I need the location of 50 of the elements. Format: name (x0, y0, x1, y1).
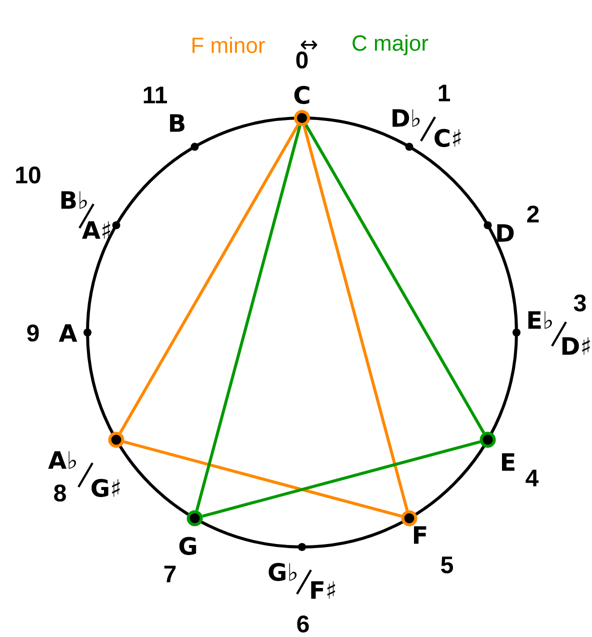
note-name: G (179, 536, 196, 556)
note-name: C (294, 86, 310, 104)
note-name: E (502, 453, 514, 471)
double-arrow-symbol: ↔ (300, 40, 318, 50)
pitch-dot (484, 221, 492, 230)
pitch-number: 11 (144, 86, 168, 104)
legend-entry: F minor (192, 36, 265, 54)
highlighted-dot (108, 432, 124, 448)
chord-line (304, 124, 486, 434)
pitch-number: 10 (16, 166, 40, 184)
highlighted-dot (186, 510, 203, 526)
chord-line (118, 124, 300, 434)
chord-line (195, 125, 302, 511)
note-name: G♯ (92, 478, 120, 498)
pitch-number: 0 (296, 52, 308, 68)
pitch-dot (512, 328, 520, 336)
note-name: C♯ (434, 128, 461, 148)
pitch-dot (405, 142, 414, 151)
note-name: D (497, 224, 514, 242)
note-name: F♯ (311, 581, 335, 599)
pitch-number: 2 (527, 206, 539, 222)
note-name: D♭ (392, 109, 420, 127)
pitch-number: 8 (54, 484, 66, 502)
legend-entry: C major (352, 34, 428, 56)
pitch-number: 9 (27, 324, 39, 342)
pitch-number: 1 (438, 84, 450, 102)
highlighted-dot (294, 110, 310, 126)
note-name: B♭ (61, 191, 87, 209)
highlighted-dot (401, 510, 418, 526)
pitch-number: 3 (574, 294, 586, 312)
pitch-number: 7 (164, 566, 176, 582)
note-name: A♭ (48, 451, 76, 469)
pitch-dot (298, 543, 306, 551)
note-name: A (58, 324, 78, 342)
pitch-dot (84, 328, 92, 336)
chord-line (202, 440, 480, 518)
highlighted-dot (480, 432, 496, 448)
note-name: B (170, 114, 184, 132)
pitch-number: 4 (526, 470, 539, 486)
pitch-dot (190, 142, 199, 151)
pitch-number: 5 (441, 556, 453, 574)
note-name: F (414, 526, 426, 544)
note-name: D♯ (562, 337, 590, 355)
note-name: G♭ (268, 562, 297, 582)
note-name: A♯ (82, 221, 110, 239)
chord-line (302, 125, 409, 511)
pitch-number: 6 (297, 616, 309, 632)
pitch-dot (112, 221, 120, 230)
note-name: E♭ (528, 311, 552, 329)
chord-line (124, 440, 402, 518)
